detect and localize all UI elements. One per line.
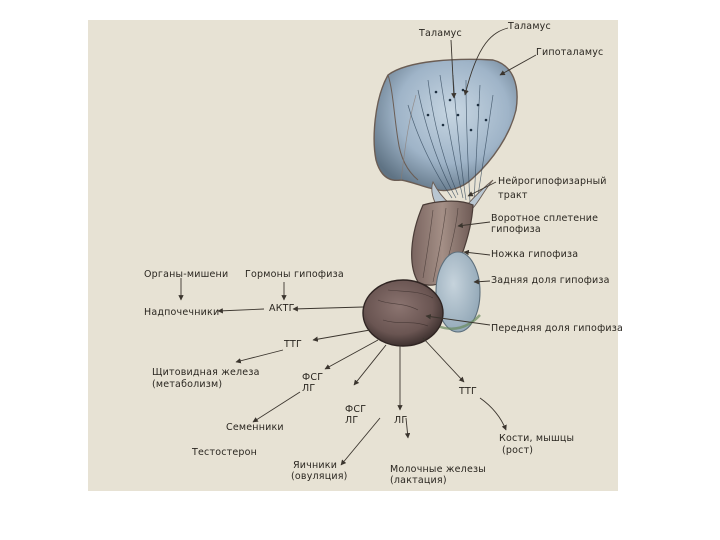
- label-stalk: Ножка гипофиза: [491, 249, 578, 260]
- label-lh-3: ЛГ: [394, 415, 407, 426]
- label-testes: Семенники: [226, 422, 284, 433]
- label-adrenals: Надпочечники: [144, 307, 219, 318]
- label-thyroid-2: (метаболизм): [152, 379, 222, 390]
- label-thalamus-2: Таламус: [508, 21, 551, 32]
- label-bones-2: (рост): [502, 445, 533, 456]
- label-fsh-1: ФСГ: [302, 372, 323, 383]
- label-portal-2: гипофиза: [491, 224, 541, 235]
- label-neuro-tract-2: тракт: [498, 190, 528, 201]
- label-thyroid-1: Щитовидная железа: [152, 367, 260, 378]
- label-tsh: ТТГ: [284, 339, 302, 350]
- label-ovaries-2: (овуляция): [291, 471, 348, 482]
- label-portal-1: Воротное сплетение: [491, 213, 598, 224]
- label-acth: АКТГ: [269, 303, 295, 314]
- label-bones-1: Кости, мышцы: [499, 433, 574, 444]
- label-hypothalamus: Гипоталамус: [536, 47, 603, 58]
- label-testosterone: Тестостерон: [192, 447, 257, 458]
- hypothalamus-shape: [374, 59, 517, 202]
- label-gh: ТТГ: [459, 386, 477, 397]
- label-pituitary-hormones: Гормоны гипофиза: [245, 269, 344, 280]
- label-lh-1: ЛГ: [302, 383, 315, 394]
- pituitary-diagram: Таламус Таламус Гипоталамус Нейрогипофиз…: [88, 20, 618, 491]
- label-neuro-tract-1: Нейрогипофизарный: [498, 176, 607, 187]
- label-anterior-lobe: Передняя доля гипофиза: [491, 323, 623, 334]
- label-mammary-2: (лактация): [390, 475, 447, 486]
- label-fsh-2: ФСГ: [345, 404, 366, 415]
- label-thalamus-1: Таламус: [419, 28, 462, 39]
- label-lh-2: ЛГ: [345, 415, 358, 426]
- anterior-lobe-shape: [363, 280, 443, 346]
- label-target-organs: Органы-мишени: [144, 269, 228, 280]
- label-ovaries-1: Яичники: [293, 460, 337, 471]
- label-mammary-1: Молочные железы: [390, 464, 486, 475]
- label-posterior-lobe: Задняя доля гипофиза: [491, 275, 610, 286]
